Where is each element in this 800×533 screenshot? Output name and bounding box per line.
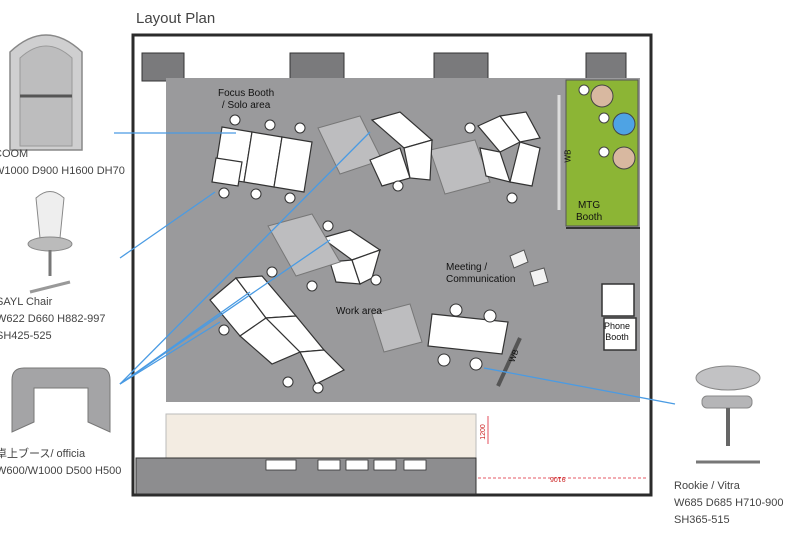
focus-chairs — [218, 114, 306, 204]
coom-name: COOM — [0, 148, 29, 160]
sayl-seat-height: SH425-525 — [0, 330, 52, 342]
desk-partition-icon — [11, 367, 111, 433]
focus-booth-label-line2: / Solo area — [221, 100, 271, 111]
width-dimension: 9106 — [550, 475, 566, 482]
hex-desk-work — [320, 229, 382, 285]
deck-area — [165, 413, 477, 459]
phone-booth-label-line2: Booth — [605, 332, 629, 342]
phone-booth-2 — [603, 317, 637, 351]
office-chair-icon — [27, 191, 73, 294]
officia-dimensions: W600/W1000 D500 H500 — [0, 465, 122, 477]
hex-desk-top — [369, 111, 434, 187]
height-dimension: 1200 — [479, 424, 487, 440]
mtg-booth-label-line2: Booth — [576, 212, 603, 223]
chevron-desks — [477, 111, 541, 187]
booth-chair-icon — [9, 34, 83, 151]
page-title: Layout Plan — [136, 10, 216, 27]
wb-label: WB — [563, 149, 573, 163]
phone-booth-1 — [601, 283, 635, 317]
focus-booth-label: Focus Booth / Solo area — [218, 88, 274, 112]
rookie-dimensions: W685 D685 H710-900 — [674, 497, 784, 509]
work-desks — [209, 275, 346, 385]
focus-booth-label-line1: Focus Booth — [218, 88, 275, 99]
phone-booth-label-line1: Phone — [604, 321, 631, 331]
swivel-chair-icon — [695, 365, 761, 464]
leader-lines — [114, 131, 676, 405]
rookie-name: Rookie / Vitra — [674, 480, 740, 492]
meeting-label-line2: Communication — [446, 274, 516, 285]
officia-label: 卓上ブース/ officia W600/W1000 D500 H500 — [0, 446, 121, 480]
coom-label: COOM W1000 D900 H1600 DH70 — [0, 146, 125, 180]
meeting-label: Meeting / Communication — [446, 262, 515, 286]
rookie-seat-height: SH365-515 — [674, 514, 730, 526]
sayl-dimensions: W622 D660 H882-997 — [0, 313, 106, 325]
coom-dimensions: W1000 D900 H1600 DH70 — [0, 165, 125, 177]
focus-desks — [211, 126, 313, 193]
meeting-label-line1: Meeting / — [446, 262, 488, 273]
officia-name: 卓上ブース/ officia — [0, 448, 86, 460]
phone-booth-label: Phone Booth — [604, 321, 630, 343]
rookie-label: Rookie / Vitra W685 D685 H710-900 SH365-… — [674, 478, 783, 529]
wall-columns — [141, 52, 627, 82]
mtg-booth-label: MTG Booth — [576, 200, 602, 224]
meeting-table — [427, 313, 509, 355]
work-area-label: Work area — [336, 306, 382, 317]
mtg-booth-label-line1: MTG — [577, 200, 601, 211]
sayl-name: SAYL Chair — [0, 296, 53, 308]
sayl-label: SAYL Chair W622 D660 H882-997 SH425-525 — [0, 294, 105, 345]
